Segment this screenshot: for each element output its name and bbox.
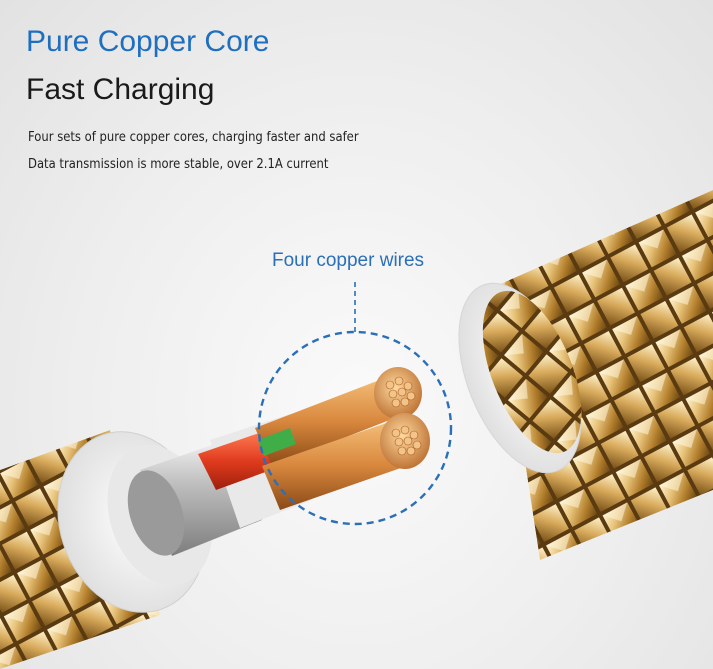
description-line-2: Data transmission is more stable, over 2…: [28, 156, 329, 172]
green-wire: [258, 428, 296, 456]
right-cable-segment: [458, 190, 713, 560]
callout-label: Four copper wires: [272, 250, 425, 271]
page-subtitle: Fast Charging: [26, 73, 215, 106]
page-title: Pure Copper Core: [26, 25, 270, 58]
description-line-1: Four sets of pure copper cores, charging…: [28, 129, 359, 145]
copper-strands: [385, 376, 422, 456]
description: Four sets of pure copper cores, charging…: [28, 124, 359, 178]
header: Pure Copper Core Fast Charging Four sets…: [26, 22, 412, 178]
callout-circle: [257, 330, 453, 526]
